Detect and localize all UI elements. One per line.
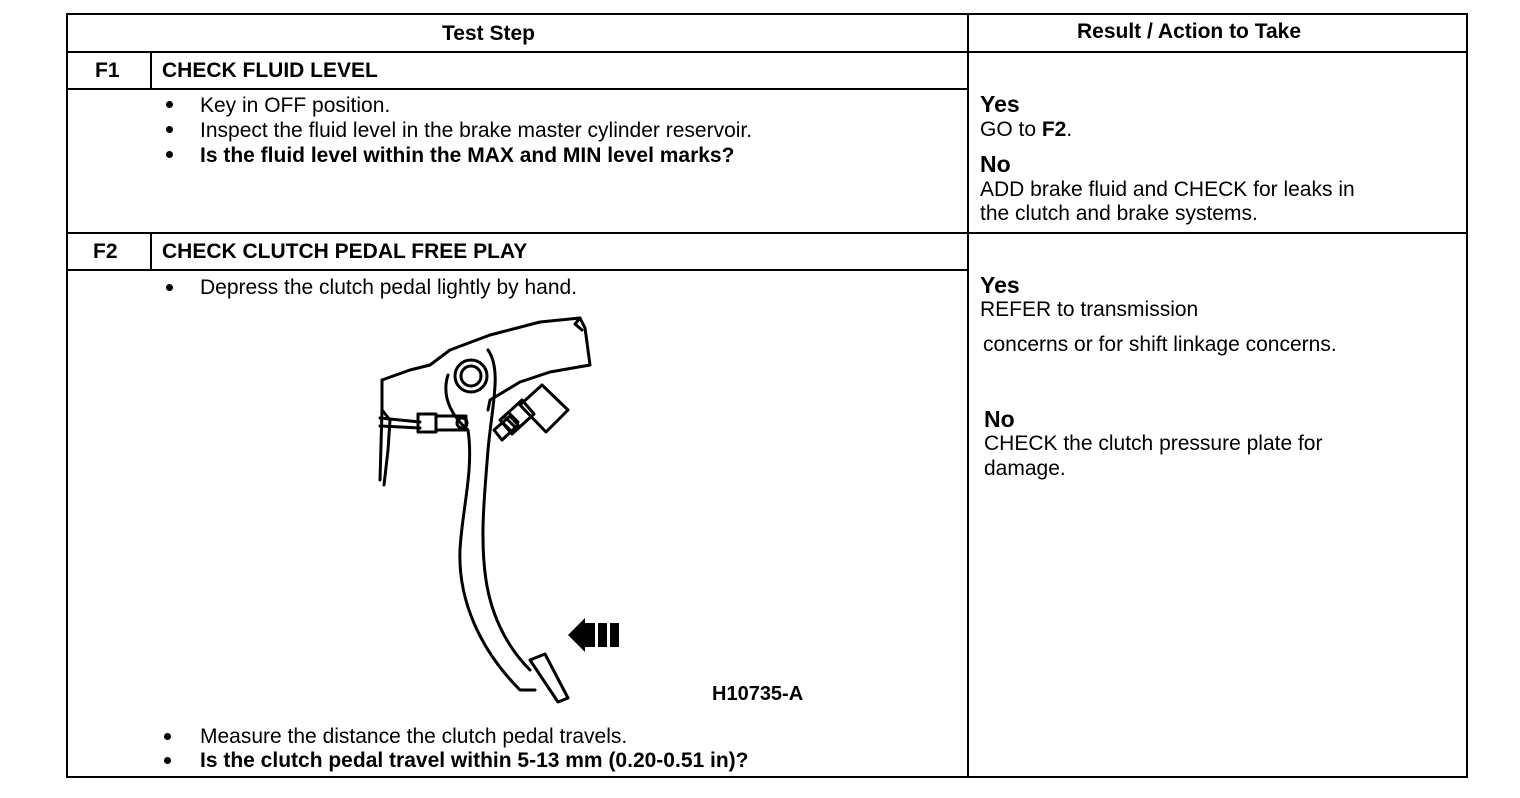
column-divider	[967, 15, 969, 776]
header-result-action: Result / Action to Take	[1077, 20, 1302, 43]
bullet	[166, 284, 173, 291]
f1-yes-action-suffix: .	[1066, 118, 1073, 141]
bullet	[166, 101, 173, 108]
f1-no-action-line1: ADD brake fluid and CHECK for leaks in	[980, 178, 1355, 201]
f1-no-action-line2: the clutch and brake systems.	[980, 202, 1258, 225]
bullet	[164, 757, 171, 764]
f1-yes-action-ref: F2	[1041, 118, 1067, 141]
f1-step-3: Is the fluid level within the MAX and MI…	[200, 144, 735, 167]
f1-step-1: Key in OFF position.	[200, 94, 391, 117]
f1-title: CHECK FLUID LEVEL	[162, 59, 378, 82]
figure-id: H10735-A	[712, 683, 804, 705]
f1-step-2: Inspect the fluid level in the brake mas…	[200, 119, 753, 142]
f1-yes-action: GO to F2.	[980, 118, 1072, 142]
f1-id: F1	[95, 59, 120, 82]
clutch-pedal-illustration	[378, 316, 619, 704]
f2-no-label: No	[984, 406, 1015, 432]
header-test-step: Test Step	[442, 22, 535, 45]
f2-step-2: Measure the distance the clutch pedal tr…	[200, 725, 628, 748]
f2-title-divider	[68, 269, 967, 271]
f2-yes-action-line1: REFER to transmission	[980, 298, 1199, 321]
f2-yes-action-line2: concerns or for shift linkage concerns.	[983, 333, 1337, 356]
bullet	[164, 733, 171, 740]
f2-step-3: Is the clutch pedal travel within 5-13 m…	[200, 749, 749, 772]
f2-yes-label: Yes	[980, 272, 1020, 298]
f2-no-action-line1: CHECK the clutch pressure plate for	[984, 432, 1323, 455]
f1-yes-label: Yes	[980, 91, 1020, 117]
diagnostic-table	[66, 13, 1468, 778]
f1-id-divider	[150, 53, 152, 90]
f1-f2-divider	[68, 232, 1466, 234]
f2-step-1: Depress the clutch pedal lightly by hand…	[200, 276, 578, 299]
f1-title-divider	[68, 88, 967, 90]
f2-id: F2	[93, 240, 118, 263]
bullet	[166, 126, 173, 133]
f2-title: CHECK CLUTCH PEDAL FREE PLAY	[162, 240, 528, 263]
f2-no-action-line2: damage.	[984, 457, 1066, 480]
f1-no-label: No	[980, 151, 1011, 177]
bullet	[166, 151, 173, 158]
header-divider	[68, 51, 1466, 53]
f2-id-divider	[150, 234, 152, 271]
f1-yes-action-prefix: GO to	[980, 118, 1042, 141]
